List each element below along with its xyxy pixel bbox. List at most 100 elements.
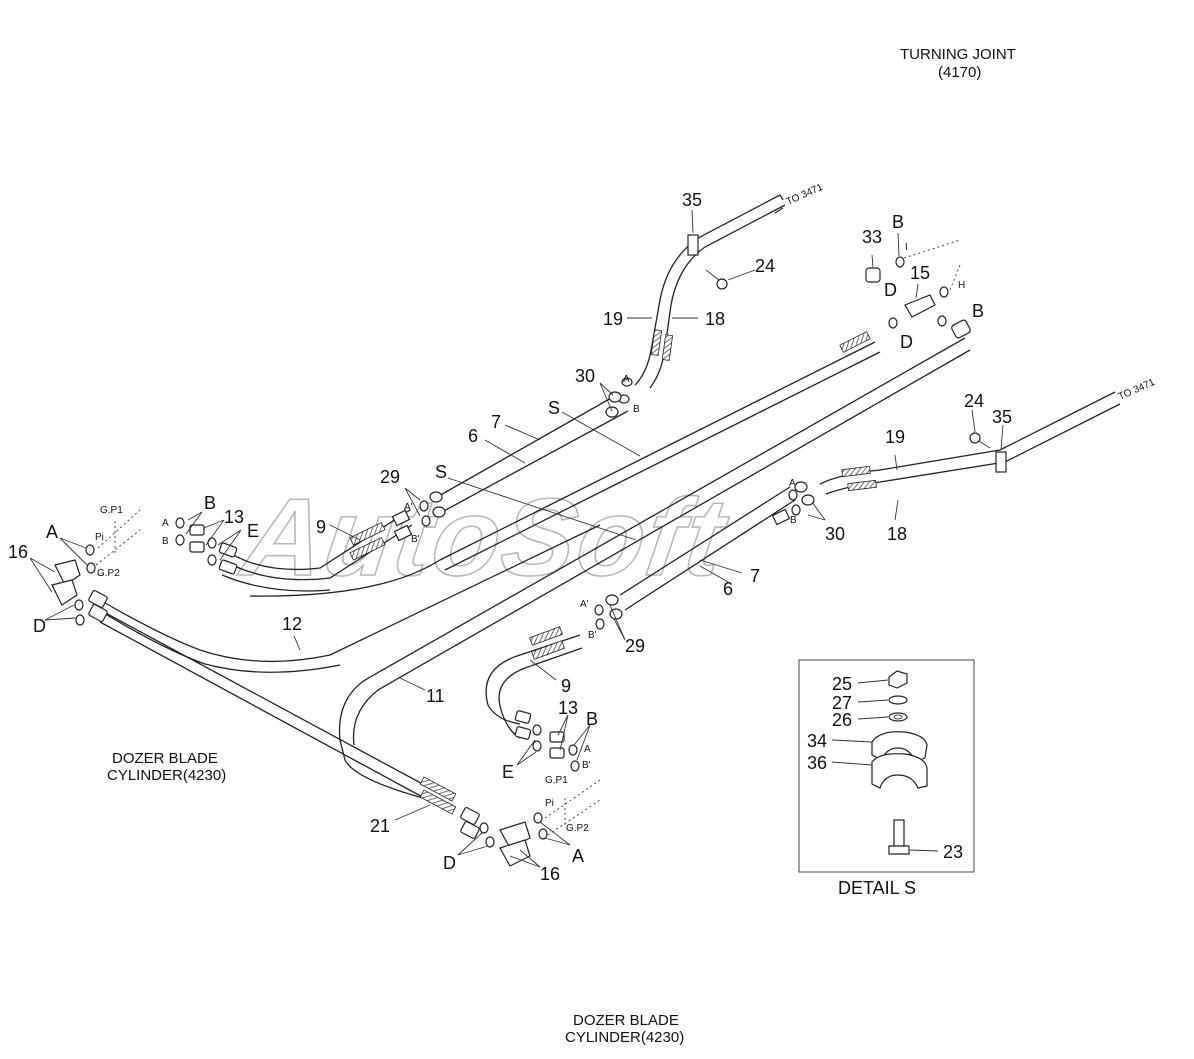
callout-B-bottom: B	[586, 709, 598, 729]
port-A-left: A	[162, 518, 169, 529]
callout-29-mid: 29	[625, 636, 645, 656]
pipe-clamp	[687, 234, 699, 256]
callout-29-top: 29	[380, 467, 400, 487]
callout-S-top: S	[548, 398, 560, 418]
elbow-16-bottom-b	[499, 839, 531, 867]
port-B-left: B	[162, 536, 169, 547]
callout-6-top: 6	[468, 426, 478, 446]
pi-bottom: Pi	[545, 798, 554, 809]
tee-15	[904, 294, 936, 318]
hose-9-lower	[485, 626, 583, 739]
callout-18-right: 18	[887, 524, 907, 544]
callout-D-tj-top: D	[884, 280, 897, 300]
dozer-blade-bottom-code: CYLINDER(4230)	[565, 1029, 684, 1046]
callout-24-right: 24	[964, 391, 984, 411]
callout-B-tj-top: B	[892, 212, 904, 232]
bolt-24-right	[969, 432, 981, 444]
port-B-prime-mid: B'	[588, 630, 597, 641]
callout-24-top: 24	[755, 256, 775, 276]
callout-21: 21	[370, 816, 390, 836]
nut-25	[888, 670, 908, 689]
clamp-36	[871, 753, 928, 789]
callout-9-top: 9	[316, 517, 326, 537]
callout-35-right: 35	[992, 407, 1012, 427]
callout-B-tj-right: B	[972, 301, 984, 321]
elbow-16-left-b	[51, 579, 78, 606]
hose-12-21	[99, 524, 601, 815]
callout-19-right: 19	[885, 427, 905, 447]
dozer-blade-left-title: DOZER BLADE	[112, 750, 218, 767]
dozer-blade-left-code: CYLINDER(4230)	[107, 767, 226, 784]
callout-35-top: 35	[682, 190, 702, 210]
gp2-bottom: G.P2	[566, 823, 589, 834]
dozer-blade-bottom-title: DOZER BLADE	[573, 1012, 679, 1029]
gp2-left: G.P2	[97, 568, 120, 579]
port-A-prime-mid: A'	[580, 599, 589, 610]
callout-13-left: 13	[224, 507, 244, 527]
callout-19-top: 19	[603, 309, 623, 329]
right-return-lines: TO 3471	[819, 377, 1157, 495]
detail-s-caption: DETAIL S	[838, 878, 916, 898]
callout-numbers: 35 24 19 18 30 33 B 15 D B D 24 35 19 18…	[8, 190, 1012, 884]
callout-16-bottom: 16	[540, 864, 560, 884]
port-B-bottom: B'	[582, 760, 591, 771]
callout-34: 34	[807, 731, 827, 751]
callout-18-top: 18	[705, 309, 725, 329]
callout-D-bottom: D	[443, 853, 456, 873]
bolt-23-head	[888, 845, 910, 855]
callout-13-bottom: 13	[558, 698, 578, 718]
fittings	[51, 256, 971, 867]
turning-joint-code: (4170)	[938, 64, 981, 81]
callout-S-mid: S	[435, 462, 447, 482]
callout-16-left: 16	[8, 542, 28, 562]
callout-D-tj-bottom: D	[900, 332, 913, 352]
turning-joint-title: TURNING JOINT	[900, 46, 1016, 63]
elbow-16-left-a	[54, 559, 81, 586]
bolt-23-shank	[893, 819, 905, 847]
gp1-left: G.P1	[100, 505, 123, 516]
callout-A-left: A	[46, 522, 58, 542]
tube-group-upper	[249, 331, 881, 597]
pi-left: Pi	[95, 532, 104, 543]
port-B-top: B	[633, 404, 640, 415]
upper-return-lines: TO 3471	[634, 182, 825, 389]
callout-E-left: E	[247, 521, 259, 541]
callout-7-top: 7	[491, 412, 501, 432]
callout-30-top: 30	[575, 366, 595, 386]
callout-11: 11	[426, 686, 445, 706]
callout-9-mid: 9	[561, 676, 571, 696]
callout-36: 36	[807, 753, 827, 773]
port-A-prime-top: A'	[404, 502, 413, 513]
callout-B-left: B	[204, 493, 216, 513]
port-labels: A' B' A B A' B' A B A B A B' H I G.P1 Pi…	[95, 242, 965, 834]
callout-12: 12	[282, 614, 302, 634]
port-B-right: B	[790, 515, 797, 526]
port-I: I	[905, 242, 908, 253]
leader-lines	[29, 209, 1004, 868]
callout-26: 26	[832, 710, 852, 730]
bolt-24-upper	[716, 278, 728, 290]
callout-27: 27	[832, 693, 852, 713]
callout-A-bottom: A	[572, 846, 584, 866]
callout-23: 23	[943, 842, 963, 862]
port-A-right: A	[789, 478, 796, 489]
pilot-lines	[95, 239, 961, 836]
callout-D-left: D	[33, 616, 46, 636]
callout-33: 33	[862, 227, 882, 247]
to-3471-upper: TO 3471	[785, 182, 825, 208]
callout-30-right: 30	[825, 524, 845, 544]
callout-25: 25	[832, 674, 852, 694]
to-3471-right: TO 3471	[1117, 377, 1157, 403]
tube-group-lower	[338, 337, 971, 801]
callout-15: 15	[910, 263, 930, 283]
port-H: H	[958, 280, 965, 291]
port-A-top: A	[623, 374, 630, 385]
gp1-bottom: G.P1	[545, 775, 568, 786]
plug-33	[865, 267, 881, 283]
pipe-clamp-right	[995, 451, 1007, 473]
detail-s-panel: 25 27 26 34 36 23	[798, 659, 975, 873]
callout-6-mid: 6	[723, 579, 733, 599]
port-B-prime-top: B'	[411, 534, 420, 545]
port-A-bottom: A	[584, 744, 591, 755]
